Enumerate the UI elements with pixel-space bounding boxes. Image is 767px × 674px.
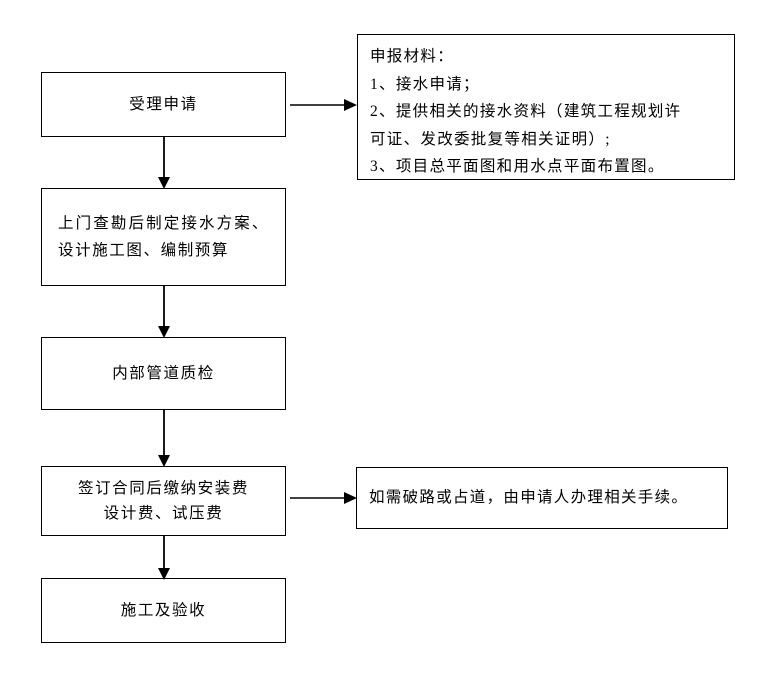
note-application-materials[interactable]: 申报材料： 1、接水申请； 2、提供相关的接水资料（建筑工程规划许 可证、发改委…	[357, 34, 735, 180]
flow-node-sign-contract-pay-fees-label: 签订合同后缴纳安装费 设计费、试压费	[77, 479, 249, 522]
flow-node-accept-application-label: 受理申请	[129, 95, 198, 113]
connector-contract-to-construct	[154, 535, 174, 581]
flow-node-site-survey-plan-label: 上门查勘后制定接水方案、设计施工图、编制预算	[58, 214, 269, 259]
flow-node-internal-pipeline-inspection[interactable]: 内部管道质检	[41, 337, 286, 410]
flow-node-internal-pipeline-inspection-label: 内部管道质检	[112, 364, 215, 382]
flow-node-sign-contract-pay-fees[interactable]: 签订合同后缴纳安装费 设计费、试压费	[41, 466, 286, 536]
connector-contract-to-road	[286, 489, 358, 507]
note-road-occupation[interactable]: 如需破路或占道，由申请人办理相关手续。	[356, 467, 728, 529]
connector-accept-to-survey	[154, 136, 174, 190]
flow-node-construction-acceptance[interactable]: 施工及验收	[41, 578, 286, 643]
flow-node-accept-application[interactable]: 受理申请	[41, 72, 286, 137]
connector-accept-to-materials	[286, 96, 358, 114]
flow-node-site-survey-plan[interactable]: 上门查勘后制定接水方案、设计施工图、编制预算	[41, 188, 286, 286]
connector-inspect-to-contract	[154, 409, 174, 468]
connector-survey-to-inspect	[154, 285, 174, 339]
flow-node-construction-acceptance-label: 施工及验收	[120, 601, 207, 619]
note-road-occupation-label: 如需破路或占道，由申请人办理相关手续。	[369, 488, 689, 506]
note-application-materials-label: 申报材料： 1、接水申请； 2、提供相关的接水资料（建筑工程规划许 可证、发改委…	[370, 48, 682, 176]
